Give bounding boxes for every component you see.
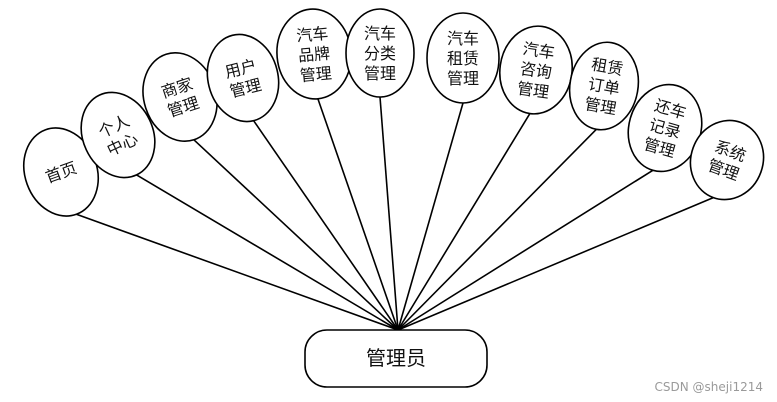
edge-0 [76, 213, 399, 331]
edge-4 [317, 98, 399, 331]
edge-7 [397, 113, 531, 331]
module-label-4-0: 汽车 [296, 24, 330, 46]
module-ellipse-5 [345, 8, 415, 98]
edge-5 [379, 96, 399, 331]
module-label-6-1: 租赁 [447, 49, 479, 68]
module-label-7-1: 咨询 [519, 59, 553, 82]
module-label-4-2: 管理 [299, 64, 333, 86]
module-label-5-1: 分类 [364, 44, 396, 63]
watermark: CSDN @sheji1214 [654, 380, 763, 394]
module-ellipse-3 [206, 33, 280, 123]
edge-10 [397, 196, 714, 331]
module-label-4-1: 品牌 [297, 44, 331, 66]
module-nodes: 首页个人中心商家管理用户管理汽车品牌管理汽车分类管理汽车租赁管理汽车咨询管理租赁… [23, 8, 765, 217]
edge-6 [397, 102, 464, 331]
module-ellipse-10 [689, 119, 765, 201]
edge-2 [193, 139, 399, 331]
module-ellipse-6 [426, 12, 500, 104]
edge-3 [252, 120, 399, 331]
module-label-5-2: 管理 [364, 64, 396, 83]
module-node-0: 首页 [23, 127, 99, 217]
module-label-6-0: 汽车 [447, 29, 479, 48]
module-label-6-2: 管理 [447, 69, 479, 88]
root-box [304, 329, 488, 388]
edge-1 [136, 174, 399, 331]
module-label-5-0: 汽车 [364, 24, 396, 43]
edge-8 [397, 128, 597, 331]
edge-9 [397, 169, 654, 331]
module-ellipse-8 [568, 41, 640, 131]
edges [76, 96, 714, 331]
root-label: 管理员 [366, 346, 426, 370]
module-ellipse-1 [80, 91, 156, 179]
root-node: 管理员 [304, 329, 488, 388]
module-label-7-0: 汽车 [522, 39, 556, 62]
module-label-7-2: 管理 [516, 79, 550, 102]
